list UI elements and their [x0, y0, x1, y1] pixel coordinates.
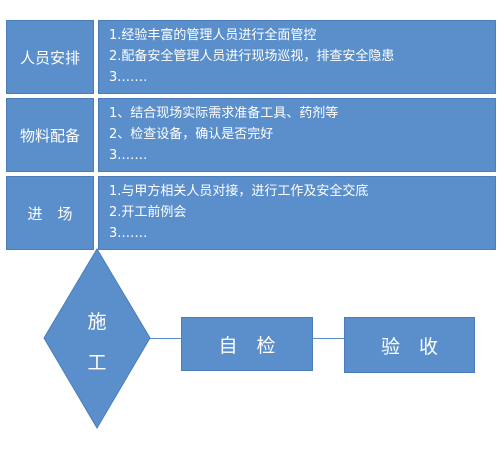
section-details-entry: 1.与甲方相关人员对接，进行工作及安全交底 2.开工前例会 3.……: [98, 176, 496, 250]
section-label-personnel: 人员安排: [6, 20, 94, 94]
detail-line: 1.与甲方相关人员对接，进行工作及安全交底: [109, 184, 369, 199]
connector-line: [313, 338, 344, 339]
detail-line: 2.开工前例会: [109, 205, 187, 220]
section-label-materials: 物料配备: [6, 98, 94, 172]
detail-line: 1、结合现场实际需求准备工具、药剂等: [109, 106, 339, 121]
detail-line: 2、检查设备，确认是否完好: [109, 127, 274, 142]
section-details-materials: 1、结合现场实际需求准备工具、药剂等 2、检查设备，确认是否完好 3.……: [98, 98, 496, 172]
detail-line: 2.配备安全管理人员进行现场巡视，排查安全隐患: [109, 49, 395, 64]
section-label-entry: 进 场: [6, 176, 94, 250]
section-details-personnel: 1.经验丰富的管理人员进行全面管控 2.配备安全管理人员进行现场巡视，排查安全隐…: [98, 20, 496, 94]
acceptance-box: 验 收: [344, 317, 475, 373]
section-label-text: 物料配备: [19, 126, 80, 145]
self-check-box: 自 检: [181, 317, 313, 371]
detail-line: 3.……: [109, 70, 148, 85]
section-label-text: 进 场: [27, 204, 73, 223]
diamond-shape: [43, 248, 151, 429]
self-check-label: 自 检: [218, 334, 276, 357]
acceptance-label: 验 收: [380, 335, 438, 358]
detail-line: 1.经验丰富的管理人员进行全面管控: [109, 28, 317, 43]
diamond-text-top: 施: [87, 311, 107, 333]
detail-line: 3.……: [109, 226, 148, 241]
detail-line: 3.……: [109, 148, 148, 163]
diamond-text-bottom: 工: [87, 352, 107, 374]
connector-line: [150, 338, 181, 339]
section-label-text: 人员安排: [19, 48, 80, 67]
